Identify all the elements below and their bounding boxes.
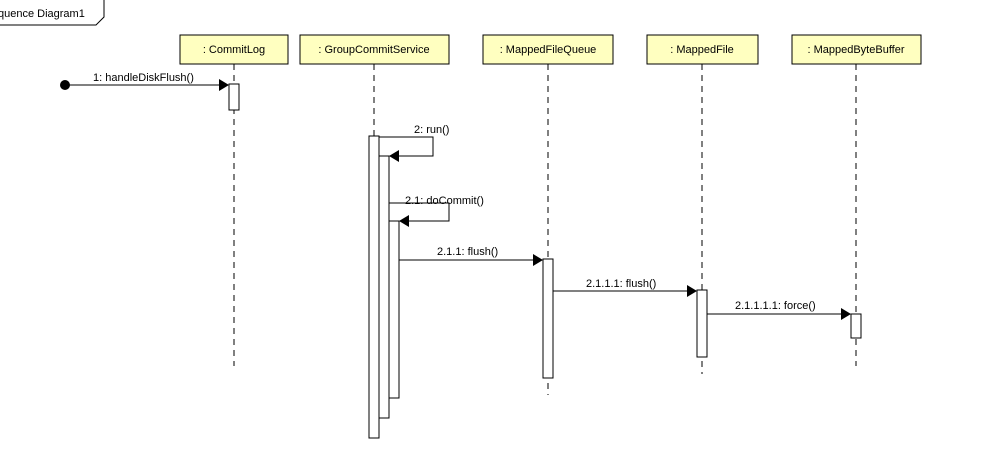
- arrowhead-icon: [219, 79, 229, 91]
- lifeline-mappedbytebuffer[interactable]: : MappedByteBuffer: [791, 34, 922, 366]
- message-label: 1: handleDiskFlush(): [93, 72, 194, 84]
- message-2-1-1-1-flush[interactable]: 2.1.1.1: flush(): [553, 278, 697, 297]
- lifeline-groupcommitservice[interactable]: : GroupCommitService: [299, 34, 450, 136]
- lifeline-commitlog[interactable]: : CommitLog: [179, 34, 289, 366]
- arrowhead-icon: [399, 215, 409, 227]
- lifeline-label: : GroupCommitService: [318, 44, 429, 56]
- lifeline-label: : CommitLog: [203, 44, 265, 56]
- message-label: 2.1.1.1.1: force(): [735, 300, 816, 312]
- lifeline-head[interactable]: [646, 34, 759, 65]
- message-2-1-1-1-1-force[interactable]: 2.1.1.1.1: force(): [707, 300, 851, 320]
- lifeline-label: : MappedByteBuffer: [807, 44, 904, 56]
- arrowhead-icon: [687, 285, 697, 297]
- lifeline-label: : MappedFile: [670, 44, 734, 56]
- activation-bar-docommit[interactable]: [388, 220, 400, 399]
- arrowhead-icon: [841, 308, 851, 320]
- message-line: [379, 136, 434, 157]
- arrowhead-icon: [533, 254, 543, 266]
- lifeline-mappedfilequeue[interactable]: : MappedFileQueue: [482, 34, 614, 395]
- activation-bar-mappedfilequeue[interactable]: [542, 258, 554, 379]
- frame-title: quence Diagram1: [0, 8, 85, 20]
- activation-bar-run[interactable]: [368, 135, 380, 439]
- activation-bar-mappedbytebuffer[interactable]: [850, 313, 862, 339]
- message-1-handle-disk-flush[interactable]: 1: handleDiskFlush(): [60, 72, 229, 91]
- frame-tab-border: [0, 0, 105, 26]
- activation-bar-commitlog[interactable]: [228, 83, 240, 111]
- message-label: 2.1: doCommit(): [405, 195, 484, 207]
- activation-bar-run-nested[interactable]: [378, 155, 390, 419]
- message-label: 2.1.1: flush(): [437, 246, 498, 258]
- message-2-1-docommit[interactable]: 2.1: doCommit(): [389, 195, 484, 227]
- arrowhead-icon: [389, 150, 399, 162]
- message-label: 2: run(): [414, 124, 449, 136]
- lifeline-mappedfile[interactable]: : MappedFile: [646, 34, 759, 374]
- lifeline-label: : MappedFileQueue: [500, 44, 597, 56]
- message-2-run[interactable]: 2: run(): [379, 124, 449, 162]
- message-label: 2.1.1.1: flush(): [586, 278, 656, 290]
- message-line: [389, 202, 450, 222]
- frame: quence Diagram1: [0, 0, 105, 26]
- activation-bar-mappedfile[interactable]: [696, 289, 708, 358]
- message-2-1-1-flush[interactable]: 2.1.1: flush(): [399, 246, 543, 266]
